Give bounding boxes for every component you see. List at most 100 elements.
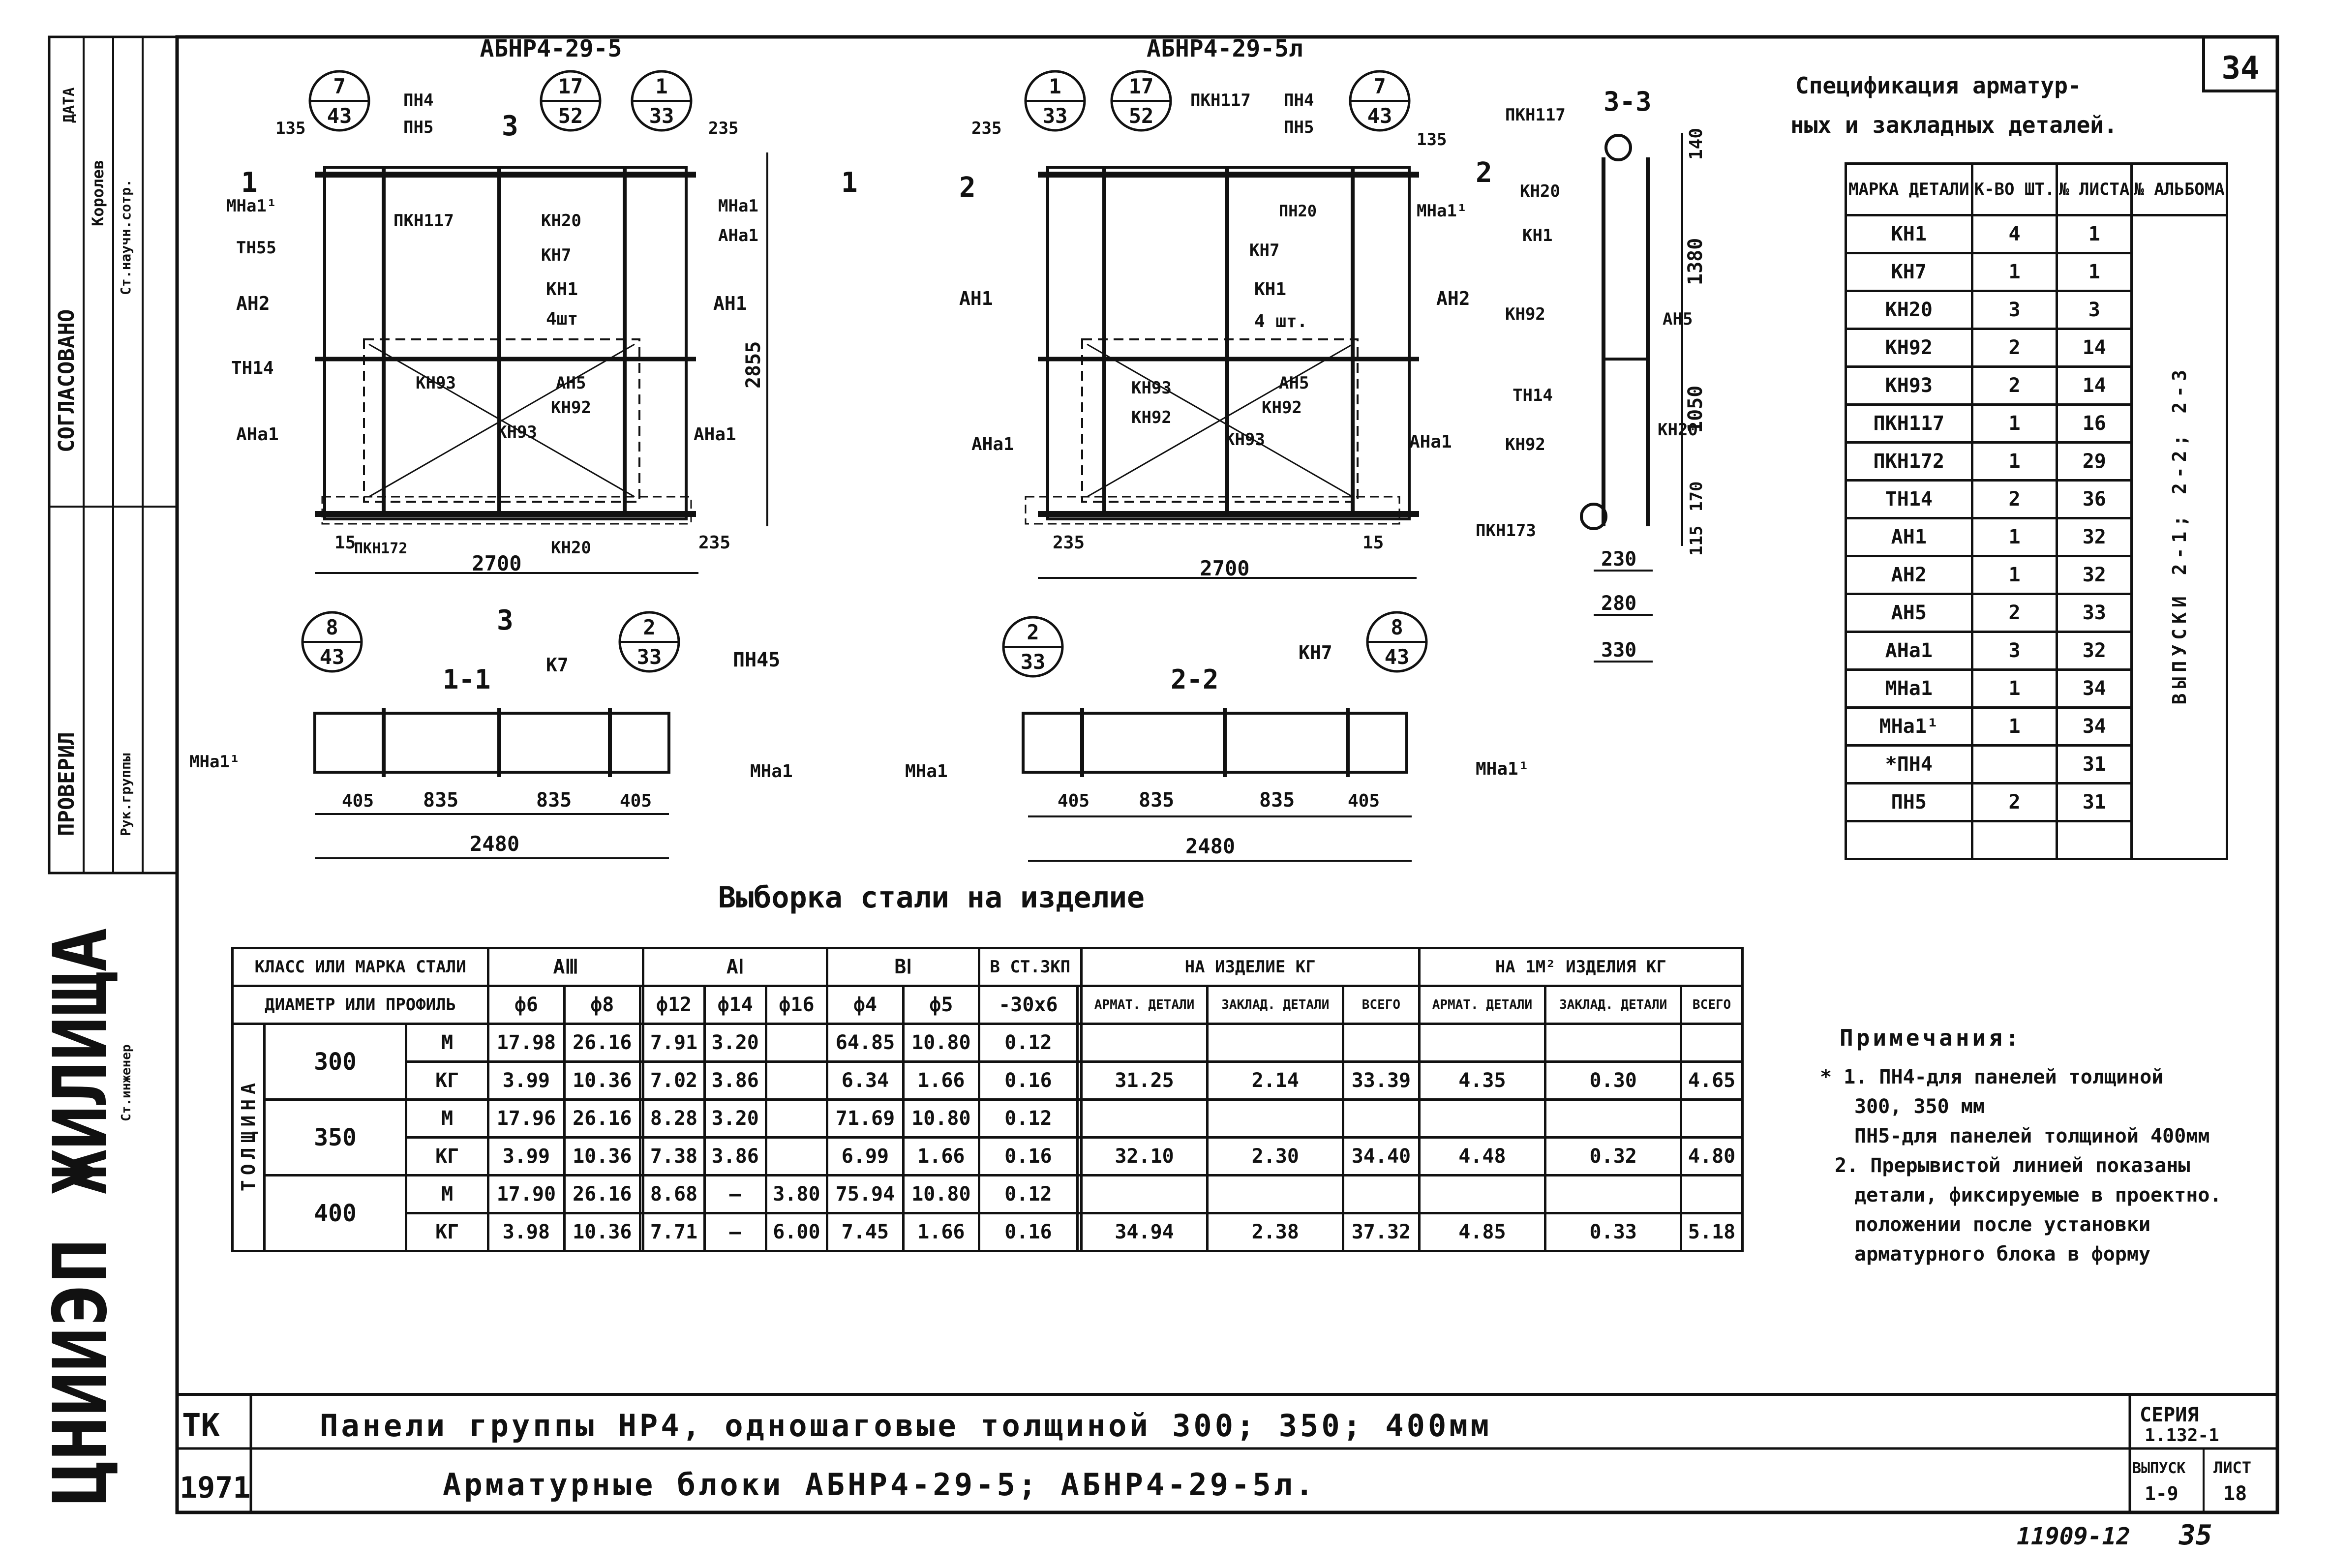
steel-cell: 0.16 xyxy=(978,1060,1079,1101)
spec-cell: АН2 xyxy=(1845,555,1973,595)
left-lbl-kn1: КН1 xyxy=(546,279,578,300)
stamp-proveril: ПРОВЕРИЛ xyxy=(54,732,79,836)
steel-cell: 0.16 xyxy=(978,1136,1079,1176)
left-bottom-plate xyxy=(321,496,692,525)
seria-label: СЕРИЯ xyxy=(2140,1404,2199,1426)
steel-cell xyxy=(638,1212,645,1252)
section-2-2-title: 2-2 xyxy=(1171,664,1219,695)
steel-cell xyxy=(1680,1098,1744,1139)
s33-d1050: 1050 xyxy=(1684,386,1707,433)
left-lbl-pkn172: ПКН172 xyxy=(354,540,407,557)
steel-cell: 10.36 xyxy=(563,1136,641,1176)
left-lbl-ana1: АНа1 xyxy=(718,226,758,245)
steel-cell: 8.68 xyxy=(642,1174,706,1214)
note-1a: * 1. ПН4-для панелей толщиной xyxy=(1820,1066,2164,1088)
steel-profile-cell: АРМАТ. ДЕТАЛИ xyxy=(1080,985,1209,1025)
steel-cell: 2.14 xyxy=(1206,1060,1345,1101)
spec-cell: 1 xyxy=(1970,252,2058,292)
steel-cell: 34.40 xyxy=(1342,1136,1421,1176)
spec-cell: 1 xyxy=(1970,403,2058,444)
circle-ref: 2 33 xyxy=(1002,616,1064,678)
right-lbl-kn93: КН93 xyxy=(1131,378,1172,398)
spec-cell: 1 xyxy=(1970,441,2058,482)
steel-cell xyxy=(1076,1136,1083,1176)
svg-text:43: 43 xyxy=(327,104,352,128)
spec-cell: АН1 xyxy=(1845,517,1973,557)
steel-cell xyxy=(1206,1098,1345,1139)
circle-ref: 1 33 xyxy=(631,70,693,132)
section-3-3-title: 3-3 xyxy=(1604,86,1652,117)
steel-cell: 26.16 xyxy=(563,1174,641,1214)
steel-cell: 37.32 xyxy=(1342,1212,1421,1252)
right-lbl-pn5: ПН5 xyxy=(1284,118,1314,137)
right-marker-2: 2 xyxy=(959,172,976,204)
s33-pkn173: ПКН173 xyxy=(1476,521,1536,541)
svg-text:7: 7 xyxy=(333,74,345,98)
svg-text:33: 33 xyxy=(1043,104,1068,128)
spec-cell: КН7 xyxy=(1845,252,1973,292)
s33-tn14: ТН14 xyxy=(1513,386,1553,405)
title-line2: Арматурные блоки АБНР4-29-5; АБНР4-29-5л… xyxy=(443,1467,1316,1503)
spec-cell: 1 xyxy=(1970,517,2058,557)
left-marker-1: 1 xyxy=(241,167,258,199)
left-marker-1b: 1 xyxy=(841,167,858,199)
s22-kn7: КН7 xyxy=(1299,642,1332,663)
steel-cell: 32.10 xyxy=(1080,1136,1209,1176)
circle-ref: 2 33 xyxy=(618,611,680,673)
steel-table: КЛАСС ИЛИ МАРКА СТАЛИ АⅢ АⅠ ВⅠ В СТ.3КП … xyxy=(231,947,1744,1252)
spec-cell: 1 xyxy=(1970,706,2058,747)
svg-text:43: 43 xyxy=(1367,104,1392,128)
left-lbl-kn93a: КН93 xyxy=(416,373,456,393)
spec-cell: КН93 xyxy=(1845,365,1973,406)
steel-cell xyxy=(1342,1023,1421,1063)
spec-cell: 31 xyxy=(2056,782,2133,822)
stamp-bottom: 11909-12 xyxy=(2017,1523,2130,1550)
steel-thickness-value: 400 xyxy=(263,1174,408,1252)
steel-thickness-label: ТОЛЩИНА xyxy=(238,1078,259,1192)
section-1-1: 1-1 405 835 835 405 2480 К7 ПН45 МНа1¹ М… xyxy=(189,649,793,859)
vypusk-value: 1-9 xyxy=(2145,1483,2179,1505)
s33-hook-bot xyxy=(1580,503,1607,530)
circle-ref: 17 52 xyxy=(1110,70,1172,132)
circle-ref: 17 52 xyxy=(540,70,602,132)
left-dim-235: 235 xyxy=(708,119,738,138)
steel-cell xyxy=(638,1136,645,1176)
circle-ref: 7 43 xyxy=(308,70,370,132)
right-dim-15: 15 xyxy=(1362,533,1384,553)
left-frame xyxy=(323,166,688,520)
spec-cell: 3 xyxy=(1970,631,2058,671)
s11-mna11: МНа1¹ xyxy=(189,752,240,772)
spec-cell: 2 xyxy=(1970,593,2058,633)
right-lbl-pn20: ПН20 xyxy=(1279,202,1317,220)
section-1-1-title: 1-1 xyxy=(443,664,491,695)
spec-cell: 29 xyxy=(2056,441,2133,482)
steel-cell: 10.36 xyxy=(563,1212,641,1252)
steel-cell xyxy=(1076,1060,1083,1101)
right-lbl-kn92b: КН92 xyxy=(1131,408,1172,427)
steel-cell: — xyxy=(703,1212,767,1252)
left-lbl-pn5: ПН5 xyxy=(403,118,433,137)
steel-cell xyxy=(764,1060,829,1101)
steel-cell xyxy=(1418,1098,1547,1139)
svg-text:33: 33 xyxy=(1021,650,1046,674)
spec-cell: 1 xyxy=(2056,252,2133,292)
steel-cell xyxy=(1342,1174,1421,1214)
s11-mna1: МНа1 xyxy=(750,761,793,782)
steel-cell: 3.99 xyxy=(487,1136,566,1176)
right-lbl-kn92: КН92 xyxy=(1262,398,1302,418)
circle-ref: 8 43 xyxy=(1366,611,1428,673)
steel-cell: 3.20 xyxy=(703,1023,767,1063)
steel-profile-cell: ф8 xyxy=(563,985,641,1025)
steel-cell xyxy=(1544,1174,1683,1214)
circle-ref: 1 33 xyxy=(1024,70,1086,132)
s33-kn1: КН1 xyxy=(1522,226,1552,245)
steel-cell: 3.86 xyxy=(703,1136,767,1176)
stamp-role1: Ст.научн.сотр. xyxy=(118,179,134,295)
spec-album-cell: ВЫПУСКИ 2-1; 2-2; 2-3 xyxy=(2130,214,2228,860)
